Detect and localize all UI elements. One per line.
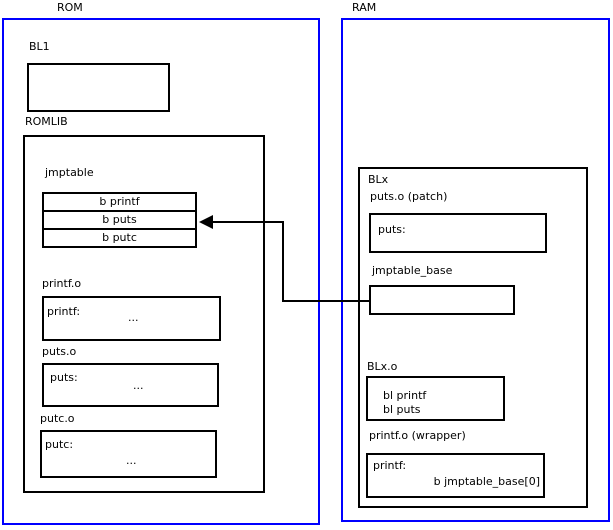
bl1-label: BL1 [29,40,50,53]
jmptable-label: jmptable [45,166,94,179]
ram-region-label: RAM [352,1,377,14]
printf-wrapper-label: printf.o (wrapper) [369,429,466,442]
rom-region-box: BL1 ROMLIB jmptable b printf b puts b pu… [2,18,320,525]
jmptable-row-b-putc: b putc [42,228,197,248]
printf-symbol: printf: [47,305,81,318]
printf-o-box: printf: ... [42,296,221,341]
puts-body-ellipsis: ... [133,379,144,392]
ram-region-box: BLx puts.o (patch) puts: jmptable_base B… [341,18,610,522]
rom-region-label: ROM [57,1,83,14]
puts-symbol: puts: [50,371,78,384]
puts-o-label: puts.o [42,345,77,358]
blx-label: BLx [368,173,389,186]
printf-body-ellipsis: ... [128,311,139,324]
puts-o-box: puts: ... [42,363,219,407]
printf-wrapper-symbol: printf: [373,459,407,472]
bl1-box [27,63,170,112]
putc-o-label: putc.o [40,412,75,425]
printf-wrapper-box: printf: b jmptable_base[0] [366,453,545,498]
jmptable-base-box [369,285,515,315]
putc-o-box: putc: ... [40,430,217,478]
jmptable-row-b-puts: b puts [42,210,197,230]
blx-o-instruction-bl-puts: bl puts [383,403,421,416]
putc-symbol: putc: [45,438,74,451]
putc-body-ellipsis: ... [126,454,137,467]
romlib-label: ROMLIB [25,115,68,128]
blx-o-box: bl printf bl puts [366,376,505,421]
blx-box: BLx puts.o (patch) puts: jmptable_base B… [358,167,588,508]
jmptable-row-b-printf: b printf [42,192,197,212]
blx-o-label: BLx.o [367,360,398,373]
printf-wrapper-instruction: b jmptable_base[0] [433,475,540,488]
puts-patch-box: puts: [369,213,547,253]
puts-patch-symbol: puts: [378,223,406,236]
printf-o-label: printf.o [42,277,82,290]
jmptable-base-label: jmptable_base [372,264,453,277]
jmptable: b printf b puts b putc [42,192,197,248]
puts-patch-label: puts.o (patch) [370,190,448,203]
romlib-box: jmptable b printf b puts b putc printf.o… [23,135,265,493]
blx-o-instruction-bl-printf: bl printf [383,389,427,402]
